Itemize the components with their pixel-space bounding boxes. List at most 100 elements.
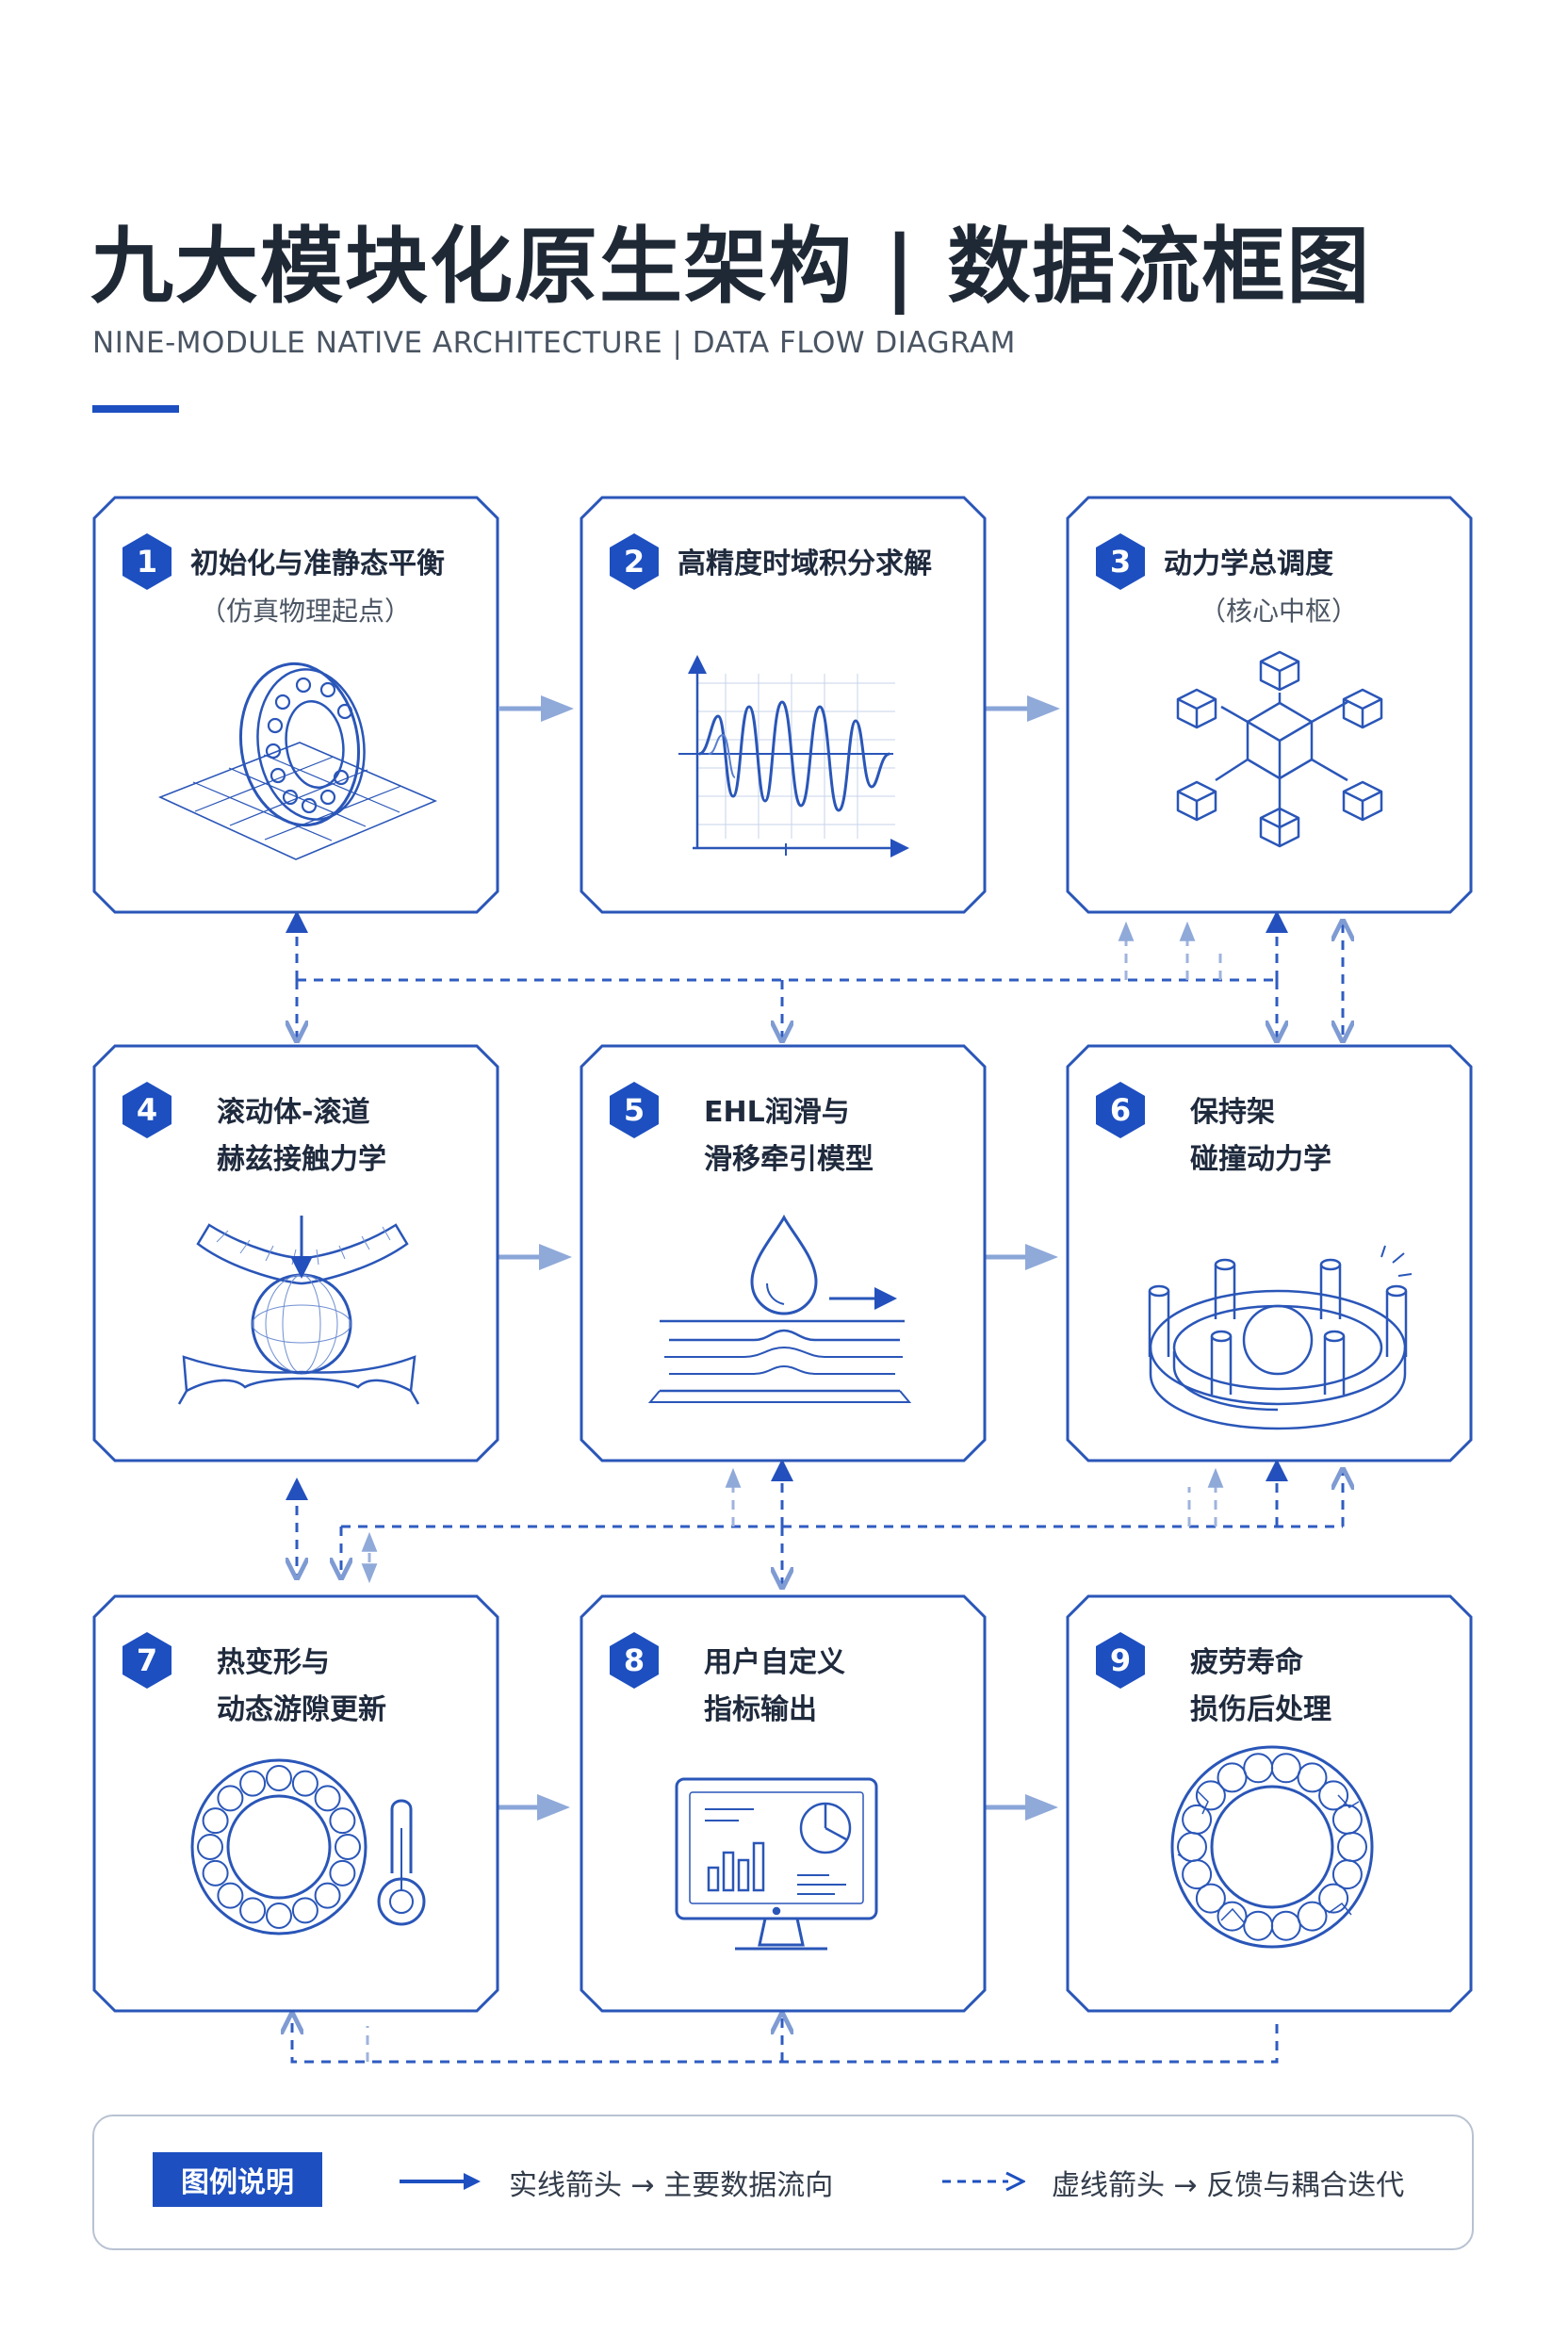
bearing-on-grid-icon (157, 662, 438, 860)
cage-pillar-2 (1214, 1265, 1236, 1319)
legend-solid-text: 实线箭头 → 主要数据流向 (509, 2169, 834, 2202)
page-subtitle: NINE-MODULE NATIVE ARCHITECTURE | DATA F… (92, 326, 1016, 360)
module-boxes (92, 496, 1473, 2013)
module-box-4 (92, 1044, 499, 1462)
module-box-2 (580, 496, 987, 914)
ball-contact-icon (177, 1216, 420, 1405)
module-badge-4 (122, 1082, 172, 1138)
damaged-roller-17 (1318, 1780, 1349, 1811)
feedback-9-to-7 (292, 2017, 1279, 2064)
oil-drop-film-icon (647, 1214, 912, 1403)
cage-pillar-5 (1210, 1336, 1233, 1395)
legend-title: 图例说明 (153, 2152, 322, 2207)
cage-collision-icon (1148, 1245, 1413, 1430)
dashed-arrow-icon (942, 2171, 1025, 2192)
damaged-roller-4 (1297, 1901, 1328, 1932)
small-cube-1 (1259, 650, 1300, 692)
roller-10 (202, 1807, 229, 1835)
legend-panel: 图例说明 实线箭头 → 主要数据流向 虚线箭头 → 反馈与耦合迭代 (92, 2115, 1474, 2250)
damaged-roller-15 (1270, 1753, 1301, 1784)
module-title-4: 滚动体-滚道 (217, 1096, 369, 1129)
roller-13 (266, 1765, 292, 1791)
cage-pillar-top-1 (1148, 1284, 1170, 1298)
monitor-dashboard-icon (675, 1777, 878, 1951)
module-number-6: 6 (1110, 1092, 1131, 1128)
cage-pillar-top-3 (1319, 1258, 1342, 1271)
small-cube-4 (1176, 780, 1217, 822)
roller-2 (329, 1859, 356, 1886)
module-subtitle-9: 损伤后处理 (1190, 1693, 1331, 1726)
roller-6 (239, 1897, 267, 1924)
roller-5 (266, 1903, 292, 1929)
roller-9 (197, 1834, 223, 1860)
module-number-1: 1 (137, 544, 157, 580)
feedback-arrows (292, 910, 1343, 2064)
module-number-2: 2 (624, 544, 645, 580)
damaged-roller-3 (1318, 1883, 1349, 1914)
module-box-7 (92, 1594, 499, 2013)
cage-pillar-top-5 (1210, 1330, 1233, 1343)
module-box-1 (92, 496, 499, 914)
module-number-5: 5 (624, 1092, 645, 1128)
roller-15 (314, 1785, 341, 1812)
damaged-roller-16 (1297, 1762, 1328, 1793)
module-subtitle-6: 碰撞动力学 (1190, 1143, 1331, 1176)
bearing-thermometer-icon (190, 1758, 426, 1936)
roller-12 (239, 1770, 267, 1797)
roller-3 (314, 1882, 341, 1909)
module-subtitle-1: （仿真物理起点） (200, 596, 411, 627)
module-subtitle-8: 指标输出 (704, 1693, 817, 1726)
module-badge-2 (610, 533, 659, 590)
module-number-3: 3 (1110, 544, 1131, 580)
cage-pillar-3 (1319, 1265, 1342, 1319)
module-badge-9 (1096, 1632, 1145, 1689)
damaged-roller-12 (1195, 1780, 1226, 1811)
module-title-2: 高精度时域积分求解 (678, 547, 932, 580)
cracked-bearing-icon (1170, 1745, 1374, 1949)
module-badge-6 (1096, 1082, 1145, 1138)
damaged-roller-6 (1243, 1910, 1274, 1941)
module-subtitle-7: 动态游隙更新 (217, 1693, 386, 1726)
roller-7 (217, 1882, 244, 1909)
module-number-8: 8 (624, 1642, 645, 1678)
cage-pillar-top-2 (1214, 1258, 1236, 1271)
roller-16 (329, 1807, 356, 1835)
page-title: 九大模块化原生架构 | 数据流框图 (90, 218, 1372, 315)
cage-pillar-top-6 (1323, 1330, 1346, 1343)
module-subtitle-5: 滑移牵引模型 (704, 1143, 874, 1176)
roller-8 (202, 1859, 229, 1886)
module-title-1: 初始化与准静态平衡 (190, 547, 445, 580)
damaged-roller-8 (1195, 1883, 1226, 1914)
small-cube-5 (1342, 780, 1383, 822)
module-badge-8 (610, 1632, 659, 1689)
damaged-roller-2 (1331, 1859, 1363, 1890)
solid-arrow-icon (400, 2173, 481, 2190)
module-number-9: 9 (1110, 1642, 1131, 1678)
module-title-6: 保持架 (1190, 1096, 1275, 1129)
title-accent-bar (92, 405, 179, 413)
module-title-5: EHL润滑与 (704, 1096, 850, 1129)
module-title-8: 用户自定义 (704, 1646, 845, 1679)
roller-14 (291, 1770, 318, 1797)
roller-1 (335, 1834, 361, 1860)
module-badge-7 (122, 1632, 172, 1689)
module-box-9 (1066, 1594, 1473, 2013)
roller-4 (291, 1897, 318, 1924)
module-box-8 (580, 1594, 987, 2013)
cage-pillar-1 (1148, 1291, 1170, 1357)
module-badge-1 (122, 533, 172, 590)
cage-pillar-4 (1385, 1291, 1408, 1357)
roller-11 (217, 1785, 244, 1812)
module-box-3 (1066, 496, 1473, 914)
module-number-7: 7 (137, 1642, 157, 1678)
module-number-4: 4 (137, 1092, 157, 1128)
damaged-roller-11 (1182, 1804, 1213, 1835)
module-subtitle-3: （核心中枢） (1200, 596, 1358, 627)
small-cube-3 (1342, 688, 1383, 729)
main-flow-arrows (496, 695, 1060, 1821)
module-badge-5 (610, 1082, 659, 1138)
legend-dashed-text: 虚线箭头 → 反馈与耦合迭代 (1052, 2169, 1405, 2202)
module-subtitle-4: 赫兹接触力学 (217, 1143, 386, 1176)
cage-pillar-6 (1323, 1336, 1346, 1395)
